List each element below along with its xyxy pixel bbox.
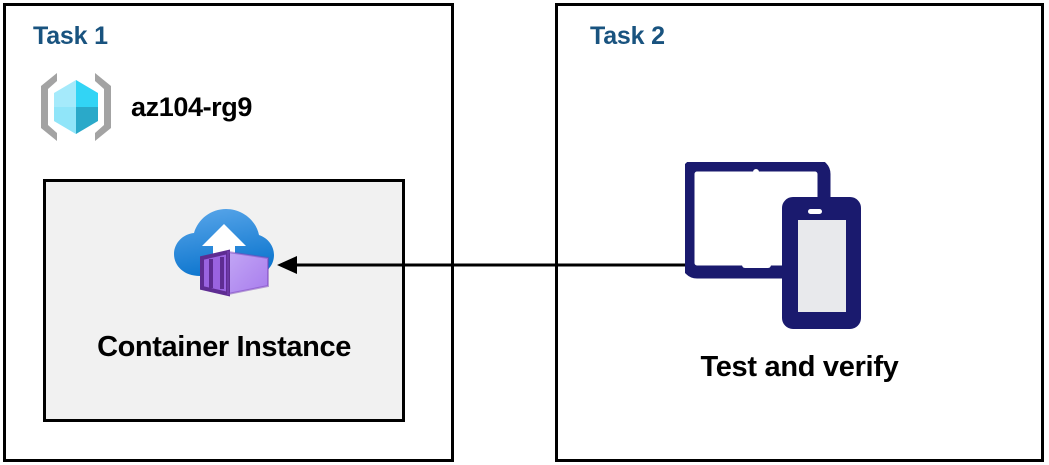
container-instance-title: Container Instance	[97, 331, 351, 363]
panel-task-1: Task 1	[3, 3, 454, 462]
resource-group-row: az104-rg9	[37, 70, 252, 144]
resource-group-name: az104-rg9	[131, 91, 252, 122]
test-and-verify-title: Test and verify	[700, 351, 899, 383]
task-2-label: Task 2	[590, 22, 665, 50]
azure-resource-group-icon	[37, 70, 115, 144]
task-1-label: Task 1	[33, 22, 108, 50]
container-instance-card: Container Instance	[43, 179, 405, 422]
